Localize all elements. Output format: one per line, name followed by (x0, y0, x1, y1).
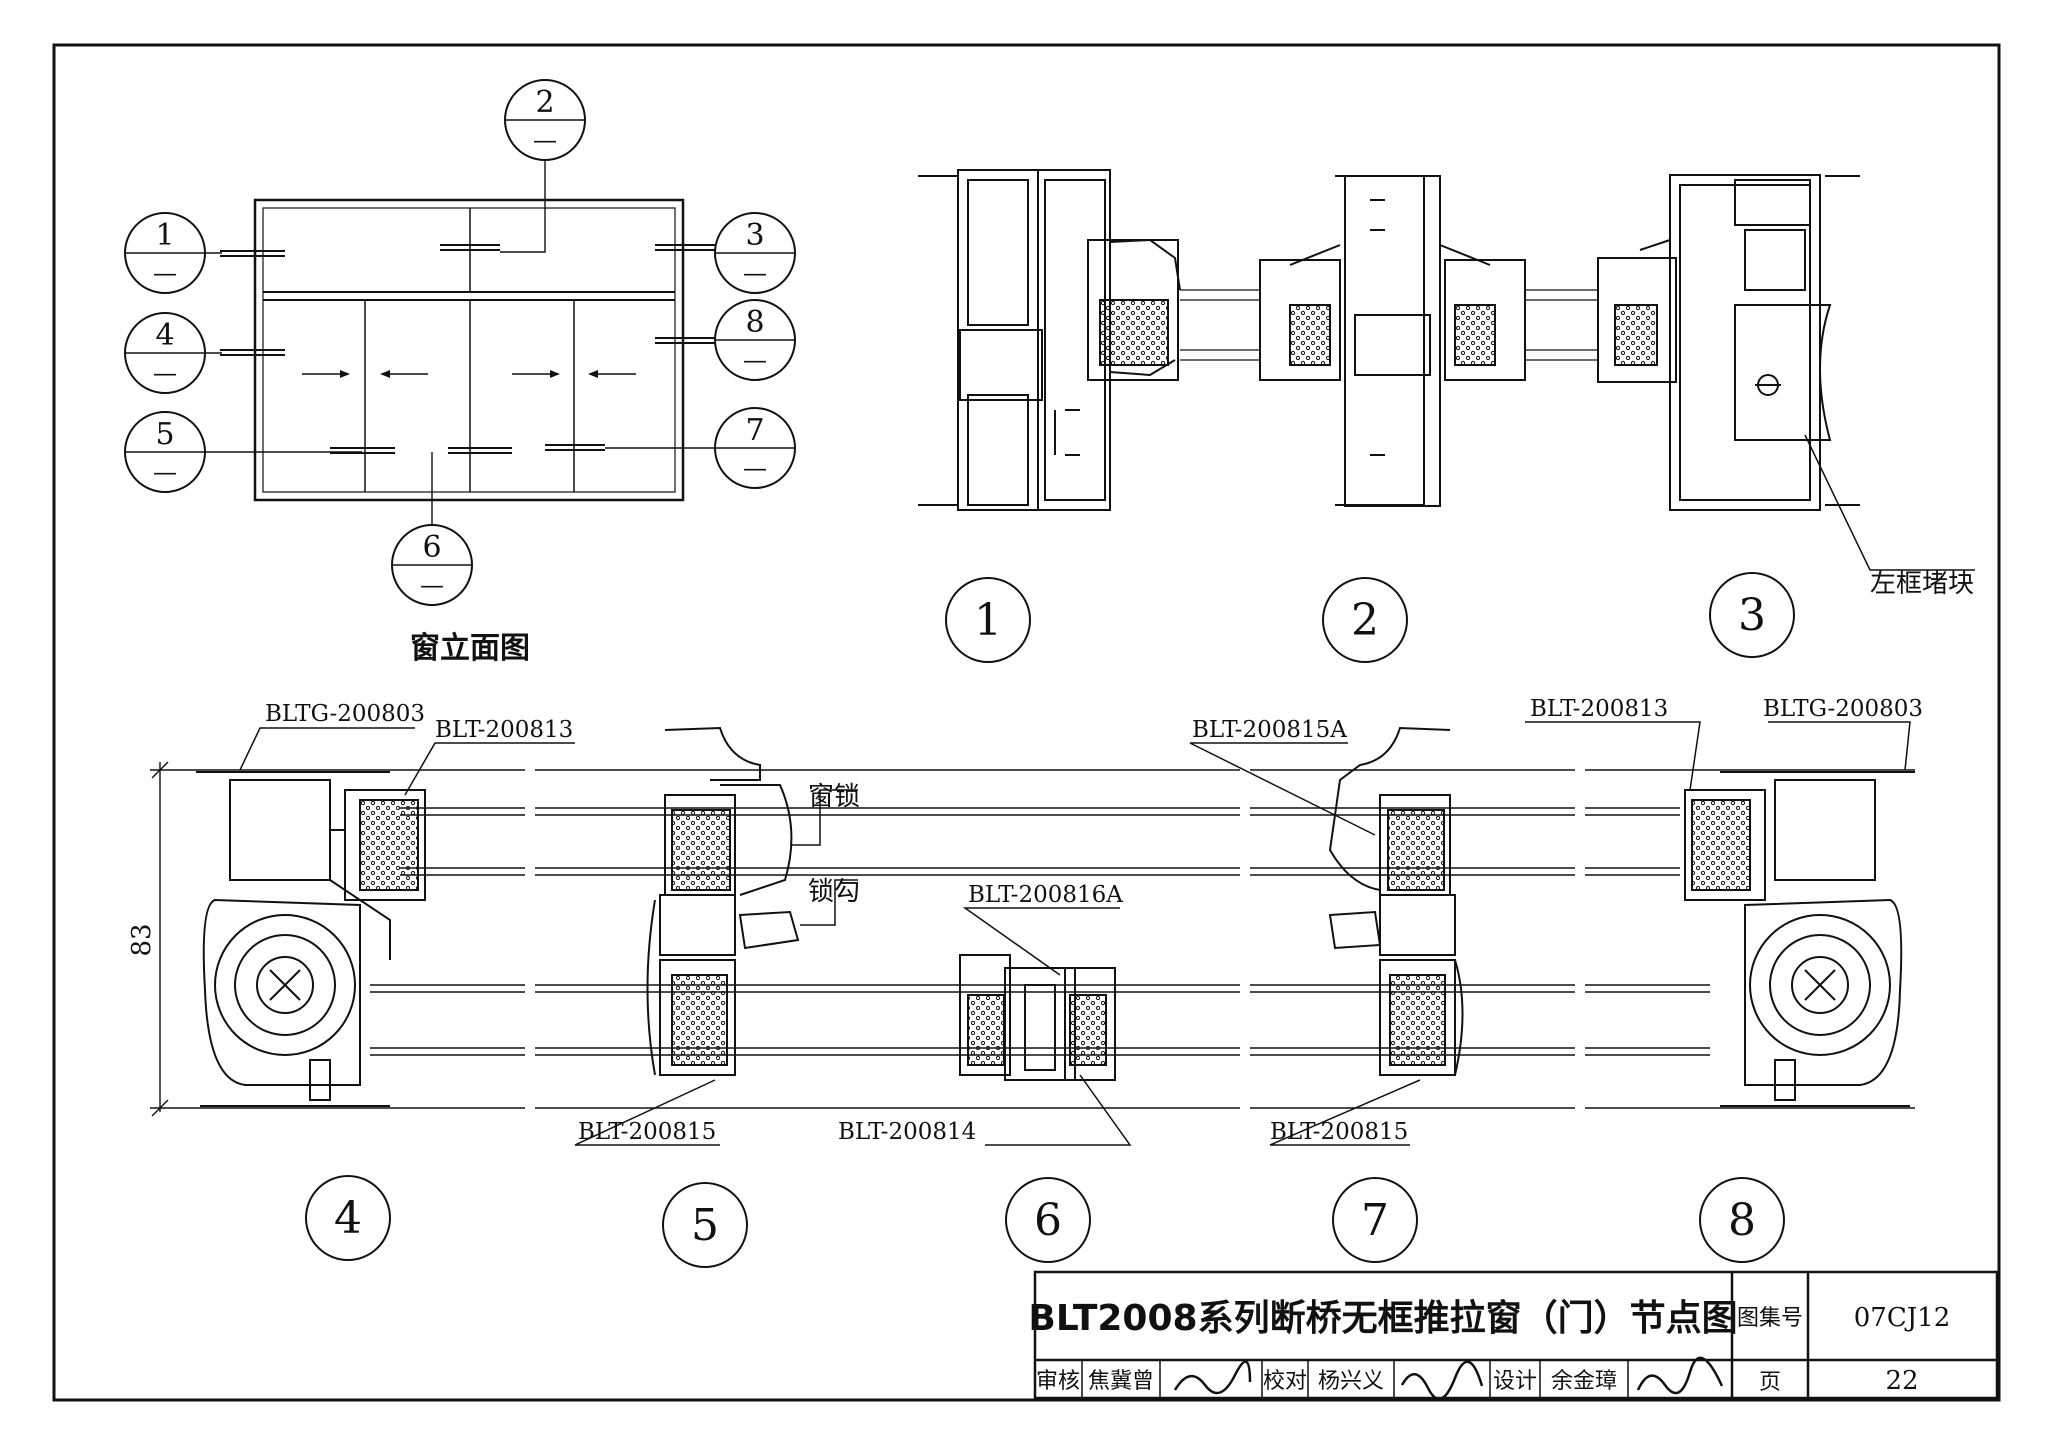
callout-8: 8— (714, 299, 796, 381)
slide-arrow-icon (588, 370, 636, 378)
callout-2: 2— (504, 79, 586, 161)
design-name: 余金璋 (1551, 1369, 1617, 1394)
callout-number: 4 (155, 318, 174, 353)
label-bltg-200803-right: BLTG-200803 (1763, 696, 1923, 722)
label-blt-200814: BLT-200814 (838, 1119, 976, 1145)
detail-8-section (1684, 771, 1915, 1107)
sheet-border (52, 43, 2001, 1402)
callout-3: 3— (714, 212, 796, 294)
label-blt-200813-right: BLT-200813 (1530, 696, 1668, 722)
review-name: 焦冀曾 (1088, 1369, 1154, 1394)
review-label: 审核 (1036, 1369, 1080, 1394)
drawing-title: BLT2008系列断桥无框推拉窗（门）节点图 (1028, 1298, 1737, 1339)
detail-number-text: 8 (1728, 1195, 1756, 1246)
label-window-lock: 窗锁 (808, 782, 860, 812)
callout-number: 3 (745, 218, 764, 253)
detail-number-4: 4 (305, 1175, 391, 1261)
atlas-label: 图集号 (1737, 1306, 1803, 1331)
bottom-reference-lines (200, 760, 1915, 1118)
detail-number-text: 1 (974, 595, 1002, 646)
page-number: 22 (1885, 1366, 1918, 1396)
window-elevation (205, 145, 718, 545)
callout-sub: — (153, 458, 177, 486)
callout-sub: — (153, 359, 177, 387)
detail-number-8: 8 (1699, 1177, 1785, 1263)
detail-4-section (196, 771, 426, 1107)
design-label: 设计 (1493, 1369, 1537, 1394)
detail-number-5: 5 (662, 1182, 748, 1268)
label-blt-200813-left: BLT-200813 (435, 717, 573, 743)
callout-number: 7 (745, 413, 764, 448)
dimension-83-text: 83 (127, 923, 157, 956)
detail-6-section (959, 954, 1116, 1081)
check-label: 校对 (1263, 1369, 1307, 1394)
design-signature (1636, 1356, 1724, 1395)
label-blt-200815-right: BLT-200815 (1270, 1119, 1408, 1145)
check-name: 杨兴义 (1318, 1369, 1384, 1394)
detail-number-2: 2 (1322, 577, 1408, 663)
review-signature (1173, 1360, 1252, 1395)
elevation-title: 窗立面图 (410, 631, 530, 666)
callout-6: 6— (391, 524, 473, 606)
callout-number: 5 (155, 417, 174, 452)
dimension-83 (150, 761, 200, 1117)
callout-sub: — (743, 259, 767, 287)
slide-arrow-icon (512, 370, 560, 378)
callout-sub: — (533, 126, 557, 154)
slide-arrow-icon (302, 370, 350, 378)
detail-number-text: 2 (1351, 595, 1379, 646)
callout-sub: — (743, 454, 767, 482)
detail-number-1: 1 (945, 577, 1031, 663)
callout-sub: — (153, 259, 177, 287)
detail-number-3: 3 (1709, 572, 1795, 658)
detail-number-6: 6 (1005, 1177, 1091, 1263)
detail-2-section (1259, 175, 1526, 507)
detail-number-text: 7 (1361, 1195, 1389, 1246)
slide-arrow-icon (380, 370, 428, 378)
detail-3-section (1597, 174, 1975, 571)
callout-sub: — (420, 571, 444, 599)
callout-number: 2 (535, 85, 554, 120)
detail-1-section (918, 169, 1181, 511)
detail-number-text: 4 (334, 1193, 362, 1244)
detail-number-text: 6 (1034, 1195, 1062, 1246)
callout-1: 1— (124, 212, 206, 294)
atlas-number: 07CJ12 (1854, 1303, 1950, 1333)
callout-number: 8 (745, 305, 764, 340)
detail-5-section (646, 726, 858, 1076)
label-lock-hook: 锁勾 (808, 877, 860, 907)
callout-number: 1 (155, 218, 174, 253)
callout-5: 5— (124, 411, 206, 493)
glass-lines-top (1180, 289, 1598, 361)
label-blt-200816a: BLT-200816A (968, 882, 1123, 908)
label-blt-200815-left: BLT-200815 (578, 1119, 716, 1145)
callout-7: 7— (714, 407, 796, 489)
callout-4: 4— (124, 312, 206, 394)
part-leaders (239, 721, 1911, 1146)
detail-7-section (1328, 726, 1464, 1076)
callout-number: 6 (422, 530, 441, 565)
page-label: 页 (1759, 1370, 1781, 1395)
title-block (1033, 1270, 1999, 1400)
label-blt-200815a: BLT-200815A (1192, 717, 1347, 743)
label-bltg-200803-left: BLTG-200803 (265, 701, 425, 727)
detail-number-text: 5 (691, 1200, 719, 1251)
label-left-frame-block: 左框堵块 (1870, 569, 1974, 599)
detail-number-text: 3 (1738, 590, 1766, 641)
detail-number-7: 7 (1332, 1177, 1418, 1263)
check-signature (1400, 1360, 1484, 1401)
callout-sub: — (743, 346, 767, 374)
